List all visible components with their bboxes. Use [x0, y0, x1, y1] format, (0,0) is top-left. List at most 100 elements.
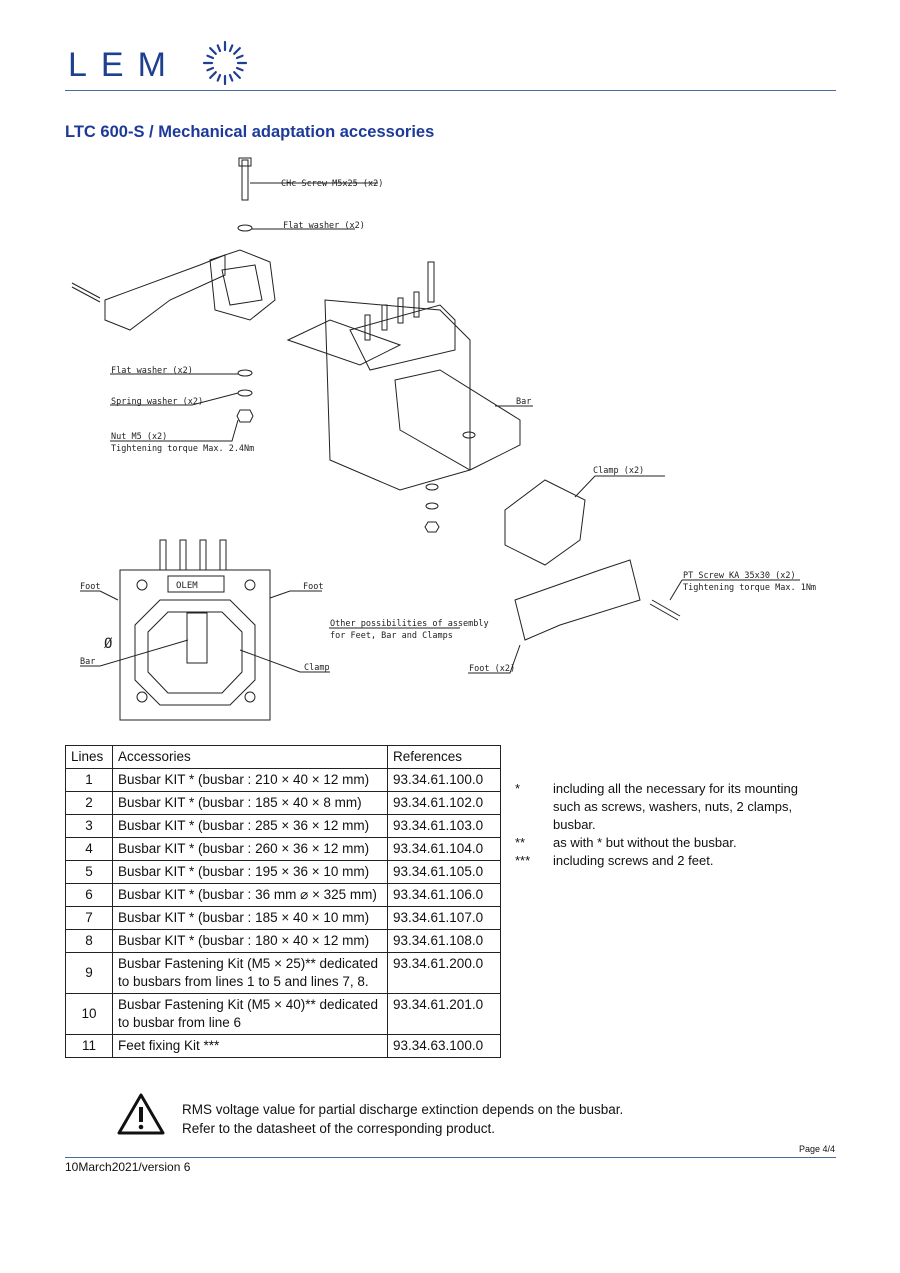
label-pt-screw: PT Screw KA 35x30 (x2) — [683, 571, 796, 581]
reference-cell: 93.34.61.100.0 — [387, 768, 501, 792]
warning-text: RMS voltage value for partial discharge … — [182, 1100, 623, 1138]
sun-ray — [233, 47, 241, 55]
col-references: References — [387, 745, 501, 769]
reference-cell: 93.34.63.100.0 — [387, 1034, 501, 1058]
page-number: Page 4/4 — [798, 1144, 835, 1154]
label-foot-right: Foot — [303, 582, 323, 592]
reference-cell: 93.34.61.201.0 — [387, 993, 501, 1035]
note-mark: *** — [515, 853, 531, 868]
header-divider — [65, 90, 836, 91]
accessory-cell: Feet fixing Kit *** — [112, 1034, 388, 1058]
sun-ray — [206, 54, 215, 60]
sun-ray — [216, 73, 222, 82]
label-flat-washer-top: Flat washer (x2) — [283, 221, 365, 231]
sunburst-logo-icon — [202, 40, 248, 86]
label-lem-mark: OLEM — [176, 581, 198, 591]
accessory-cell: Busbar KIT * (busbar : 285 × 36 × 12 mm) — [112, 814, 388, 838]
warning-line-1: RMS voltage value for partial discharge … — [182, 1102, 624, 1117]
label-bar: Bar — [516, 397, 531, 407]
line-cell: 2 — [65, 791, 113, 815]
line-cell: 5 — [65, 860, 113, 884]
note-3: *** including screws and 2 feet. — [515, 852, 823, 870]
label-foot-left: Foot — [80, 582, 100, 592]
reference-cell: 93.34.61.103.0 — [387, 814, 501, 838]
reference-cell: 93.34.61.105.0 — [387, 860, 501, 884]
sun-ray — [235, 54, 244, 60]
note-text: as with * but without the busbar. — [553, 835, 737, 850]
note-mark: ** — [515, 835, 526, 850]
reference-cell: 93.34.61.108.0 — [387, 929, 501, 953]
footer-divider — [65, 1157, 836, 1158]
sun-ray — [235, 66, 244, 72]
label-nut: Nut M5 (x2) — [111, 432, 167, 442]
line-cell: 11 — [65, 1034, 113, 1058]
label-clamp: Clamp (x2) — [593, 466, 644, 476]
mechanical-drawing: CHc Screw M5x25 (x2) Flat washer (x2) Fl… — [71, 157, 816, 721]
sun-ray — [216, 44, 222, 53]
line-cell: 10 — [65, 993, 113, 1035]
line-cell: 3 — [65, 814, 113, 838]
label-other-possibilities: Other possibilities of assembly — [330, 619, 489, 629]
sun-ray — [228, 44, 234, 53]
version-date: 10March2021/version 6 — [65, 1160, 191, 1174]
note-text: including all the necessary for its moun… — [553, 781, 798, 832]
label-torque-screw: Tightening torque Max. 1Nm — [683, 583, 816, 593]
sun-ray — [228, 73, 234, 82]
sun-ray — [206, 66, 215, 72]
reference-cell: 93.34.61.102.0 — [387, 791, 501, 815]
note-2: ** as with * but without the busbar. — [515, 834, 823, 852]
reference-cell: 93.34.61.200.0 — [387, 952, 501, 994]
accessory-cell: Busbar KIT * (busbar : 210 × 40 × 12 mm) — [112, 768, 388, 792]
label-other-possibilities-2: for Feet, Bar and Clamps — [330, 631, 453, 641]
label-bar-front: Bar — [80, 657, 95, 667]
label-spring-washer: Spring washer (x2) — [111, 397, 203, 407]
reference-cell: 93.34.61.107.0 — [387, 906, 501, 930]
accessory-cell: Busbar KIT * (busbar : 260 × 36 × 12 mm) — [112, 837, 388, 861]
accessory-cell: Busbar Fastening Kit (M5 × 25)** dedicat… — [112, 952, 388, 994]
warning-icon — [117, 1093, 165, 1135]
col-accessories: Accessories — [112, 745, 388, 769]
line-cell: 8 — [65, 929, 113, 953]
line-cell: 9 — [65, 952, 113, 994]
line-cell: 6 — [65, 883, 113, 907]
col-lines: Lines — [65, 745, 113, 769]
footnotes: * including all the necessary for its mou… — [515, 780, 823, 870]
label-foot-x2: Foot (x2) — [469, 664, 515, 674]
lem-logo: LEM — [68, 46, 180, 84]
page-title: LTC 600-S / Mechanical adaptation access… — [65, 123, 435, 141]
sun-ray — [209, 71, 217, 79]
sun-ray — [233, 71, 241, 79]
accessory-cell: Busbar KIT * (busbar : 36 mm ⌀ × 325 mm) — [112, 883, 388, 907]
accessory-cell: Busbar Fastening Kit (M5 × 40)** dedicat… — [112, 993, 388, 1035]
note-text: including screws and 2 feet. — [553, 853, 714, 868]
accessory-cell: Busbar KIT * (busbar : 180 × 40 × 12 mm) — [112, 929, 388, 953]
label-diameter: Ø — [104, 636, 113, 652]
accessory-cell: Busbar KIT * (busbar : 185 × 40 × 10 mm) — [112, 906, 388, 930]
note-mark: * — [515, 781, 521, 796]
label-clamp-front: Clamp — [304, 663, 330, 673]
label-chc-screw: CHc Screw M5x25 (x2) — [281, 179, 383, 189]
sun-ray — [209, 47, 217, 55]
line-cell: 4 — [65, 837, 113, 861]
accessory-cell: Busbar KIT * (busbar : 195 × 36 × 10 mm) — [112, 860, 388, 884]
label-flat-washer: Flat washer (x2) — [111, 366, 193, 376]
note-1: * including all the necessary for its mou… — [515, 780, 823, 834]
line-cell: 1 — [65, 768, 113, 792]
warning-line-2: Refer to the datasheet of the correspond… — [182, 1121, 495, 1136]
label-torque-nut: Tightening torque Max. 2.4Nm — [111, 444, 254, 454]
accessory-cell: Busbar KIT * (busbar : 185 × 40 × 8 mm) — [112, 791, 388, 815]
reference-cell: 93.34.61.106.0 — [387, 883, 501, 907]
line-cell: 7 — [65, 906, 113, 930]
